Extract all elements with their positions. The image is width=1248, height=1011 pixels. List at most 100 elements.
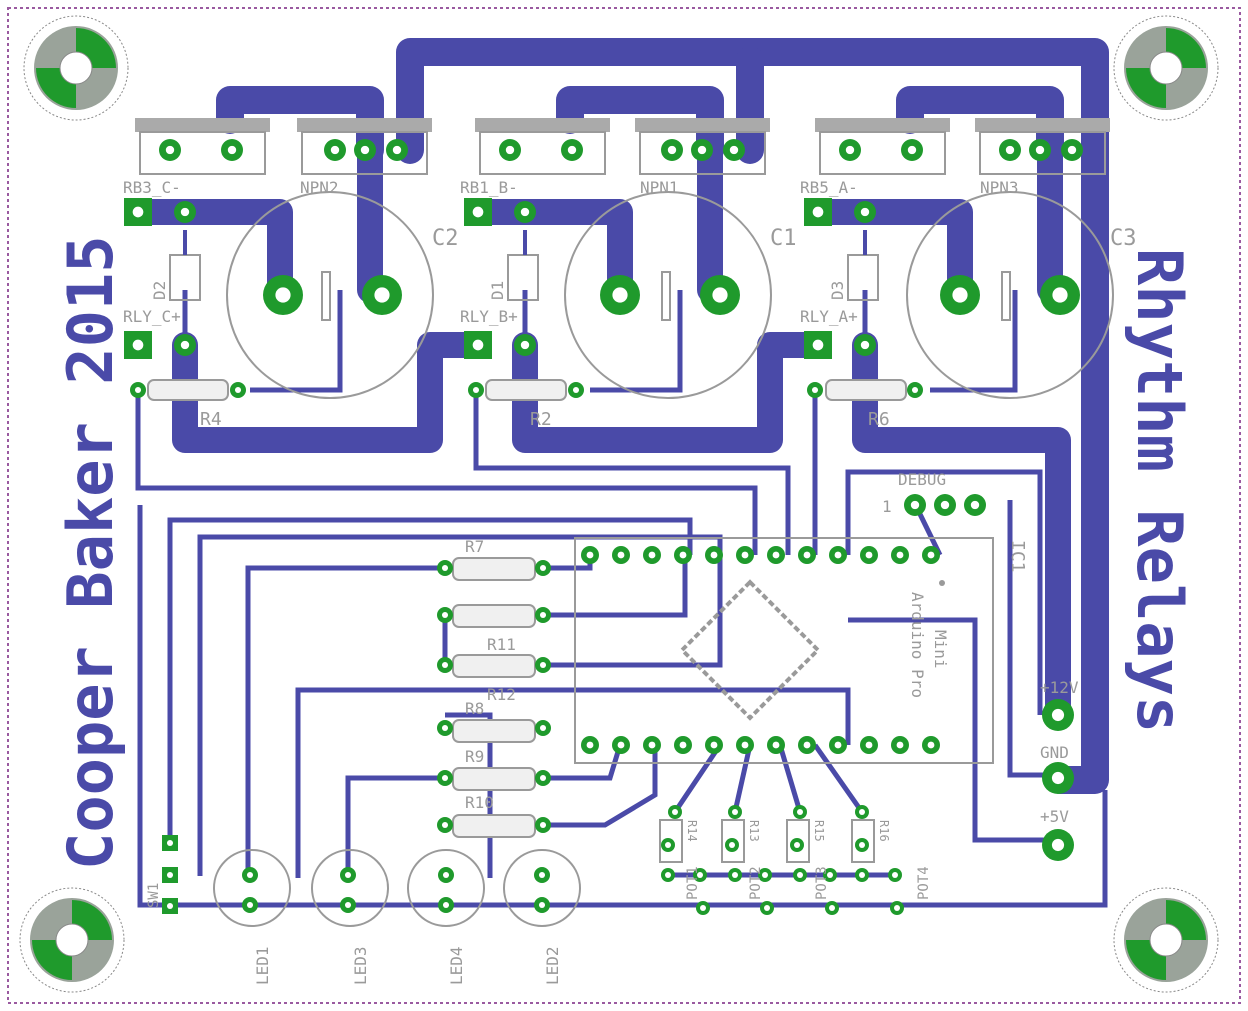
pot-pad-hole bbox=[732, 872, 738, 878]
label-debug: DEBUG bbox=[898, 470, 946, 489]
arduino-pin-top-hole bbox=[896, 551, 904, 559]
npn-pad-hole bbox=[1067, 145, 1077, 155]
label-r14: R14 bbox=[685, 820, 699, 842]
npn-pad-hole bbox=[729, 145, 739, 155]
board-title-text: Rhythm Relays bbox=[1123, 248, 1196, 733]
debug-pad-hole bbox=[970, 500, 980, 510]
resistors-top bbox=[147, 379, 907, 401]
pot-pad-hole bbox=[732, 809, 738, 815]
label-c3: C3 bbox=[1110, 226, 1137, 251]
led-pad-hole bbox=[246, 901, 254, 909]
label-ic1: IC1 bbox=[1007, 540, 1028, 573]
label-npn3: NPN3 bbox=[980, 178, 1019, 197]
pot-pad-hole bbox=[797, 872, 803, 878]
label-d1: D1 bbox=[488, 281, 507, 300]
rotated-labels: D2 D1 D3 IC1 Mini Arduino Pro SW1 LED1 L… bbox=[146, 281, 1028, 985]
resistor-pad-hole bbox=[441, 724, 449, 732]
arduino-pin-bottom-hole bbox=[586, 741, 594, 749]
mounting-hole-tl bbox=[23, 15, 129, 121]
relay-pad-2-hole bbox=[860, 340, 870, 350]
signal-traces bbox=[135, 290, 1108, 908]
cap-pad-pos-hole bbox=[952, 287, 968, 303]
led-pad-hole bbox=[442, 901, 450, 909]
resistor-pad-hole bbox=[811, 386, 819, 394]
pot-pad-hole bbox=[700, 905, 706, 911]
pot-pad-hole bbox=[892, 872, 898, 878]
arduino-pin-top-hole bbox=[741, 551, 749, 559]
power-pad-gnd-hole bbox=[1051, 771, 1065, 785]
label-rb5: RB5_A- bbox=[800, 178, 858, 197]
npn-pad-hole bbox=[697, 145, 707, 155]
led-pad-hole bbox=[442, 871, 450, 879]
npn-pad-hole bbox=[1035, 145, 1045, 155]
label-rb3: RB3_C- bbox=[123, 178, 181, 197]
relay-pad-hole bbox=[812, 339, 824, 351]
arduino-pin-top-hole bbox=[710, 551, 718, 559]
label-r8: R8 bbox=[465, 699, 484, 718]
debug-pad-hole bbox=[910, 500, 920, 510]
board-outline bbox=[7, 7, 1241, 1004]
resistor-pad-hole bbox=[441, 821, 449, 829]
power-pad-5v-hole bbox=[1051, 838, 1065, 852]
label-r2: R2 bbox=[530, 409, 552, 430]
power-pad-12v-hole bbox=[1051, 708, 1065, 722]
label-12v: +12V bbox=[1040, 678, 1079, 697]
led-pad-hole bbox=[344, 871, 352, 879]
resistor-pad-hole bbox=[539, 661, 547, 669]
resistor-pad-hole bbox=[539, 724, 547, 732]
arduino-footprint bbox=[574, 537, 994, 764]
relay-pad-hole bbox=[472, 339, 484, 351]
arduino-pin-bottom-hole bbox=[896, 741, 904, 749]
label-npn1: NPN1 bbox=[640, 178, 679, 197]
relay-pad-2-hole bbox=[520, 340, 530, 350]
cap-pad-neg-hole bbox=[374, 287, 390, 303]
label-debug-pin1: 1 bbox=[882, 497, 892, 516]
resistors-left bbox=[452, 557, 536, 838]
label-led2: LED2 bbox=[543, 946, 562, 985]
label-c2: C2 bbox=[432, 226, 459, 251]
npn-pad-hole bbox=[567, 145, 577, 155]
relay-pad-2-hole bbox=[520, 207, 530, 217]
pot-pad-hole bbox=[665, 872, 671, 878]
mounting-hole-tr bbox=[1113, 15, 1219, 121]
npn-pad-hole bbox=[667, 145, 677, 155]
pot-pad-hole bbox=[764, 905, 770, 911]
pot-pad-hole bbox=[829, 905, 835, 911]
arduino-pin-bottom-hole bbox=[834, 741, 842, 749]
capacitor-outlines bbox=[226, 191, 1114, 399]
pot-pad-hole bbox=[894, 905, 900, 911]
label-r16: R16 bbox=[877, 820, 891, 842]
cap-pad-neg-hole bbox=[1052, 287, 1068, 303]
npn-pad-hole bbox=[907, 145, 917, 155]
arduino-pin-bottom-hole bbox=[648, 741, 656, 749]
label-arduino-pro: Arduino Pro bbox=[908, 592, 927, 698]
npn-pad-hole bbox=[360, 145, 370, 155]
arduino-pin-top-hole bbox=[865, 551, 873, 559]
label-5v: +5V bbox=[1040, 807, 1069, 826]
diode-traces bbox=[183, 230, 867, 255]
pot-pad-hole bbox=[797, 809, 803, 815]
resistor-pad-hole bbox=[441, 774, 449, 782]
label-led1: LED1 bbox=[253, 946, 272, 985]
label-d2: D2 bbox=[150, 281, 169, 300]
arduino-pin-top-hole bbox=[927, 551, 935, 559]
relay-pad-hole bbox=[132, 206, 144, 218]
npn-headers bbox=[135, 118, 1110, 175]
arduino-pin-bottom-hole bbox=[803, 741, 811, 749]
npn-pad-hole bbox=[227, 145, 237, 155]
label-r7: R7 bbox=[465, 537, 484, 556]
resistor-pad-hole bbox=[539, 564, 547, 572]
resistor-pad-hole bbox=[234, 386, 242, 394]
label-r11: R11 bbox=[487, 635, 516, 654]
label-c1: C1 bbox=[770, 226, 797, 251]
power-traces bbox=[127, 38, 1109, 794]
npn-pad-hole bbox=[845, 145, 855, 155]
arduino-pin-top-hole bbox=[617, 551, 625, 559]
label-r10: R10 bbox=[465, 793, 494, 812]
resistor-pad-hole bbox=[472, 386, 480, 394]
switch-pad-hole bbox=[166, 839, 174, 847]
led-pad-hole bbox=[344, 901, 352, 909]
arduino-pin-bottom-hole bbox=[865, 741, 873, 749]
label-d3: D3 bbox=[828, 281, 847, 300]
label-r6: R6 bbox=[868, 409, 890, 430]
